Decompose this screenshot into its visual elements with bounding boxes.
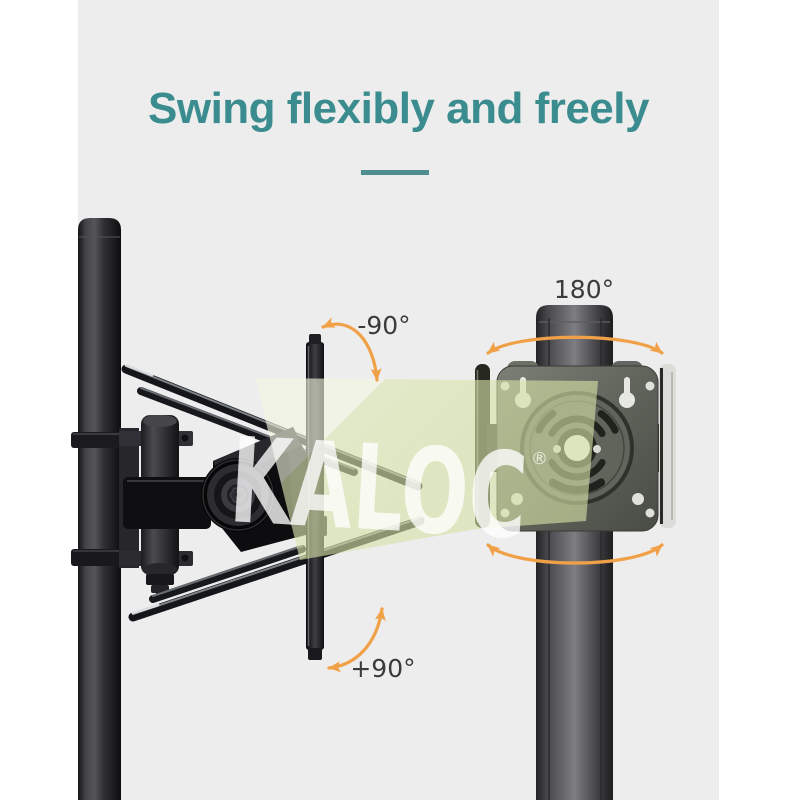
angle-label-plus90: +90°: [350, 654, 415, 683]
angle-label-180: 180°: [554, 275, 614, 304]
page-title: Swing flexibly and freely: [148, 84, 649, 133]
title-underline: [361, 170, 429, 175]
left-pole: [78, 218, 121, 800]
watermark-text: KALOC: [226, 411, 530, 565]
pole-clamp-ring: [71, 432, 127, 448]
side-view-mount: [71, 218, 425, 800]
swivel-joint: [201, 458, 275, 532]
rotate-bottom-arrow: [486, 543, 664, 565]
pole-clamp-ring: [71, 549, 127, 566]
mount-arm: [123, 477, 211, 529]
angle-label-minus90: -90°: [357, 311, 410, 340]
swing-down-arrow: [327, 607, 386, 673]
watermark-registered-icon: ®: [530, 449, 548, 470]
rotate-top-arrow: [486, 335, 664, 355]
watermark-band: [255, 378, 598, 560]
swing-up-arrow: [321, 317, 382, 382]
watermark: KALOC ®: [226, 378, 598, 566]
swing-annotations: -90° +90° 180°: [321, 275, 664, 683]
